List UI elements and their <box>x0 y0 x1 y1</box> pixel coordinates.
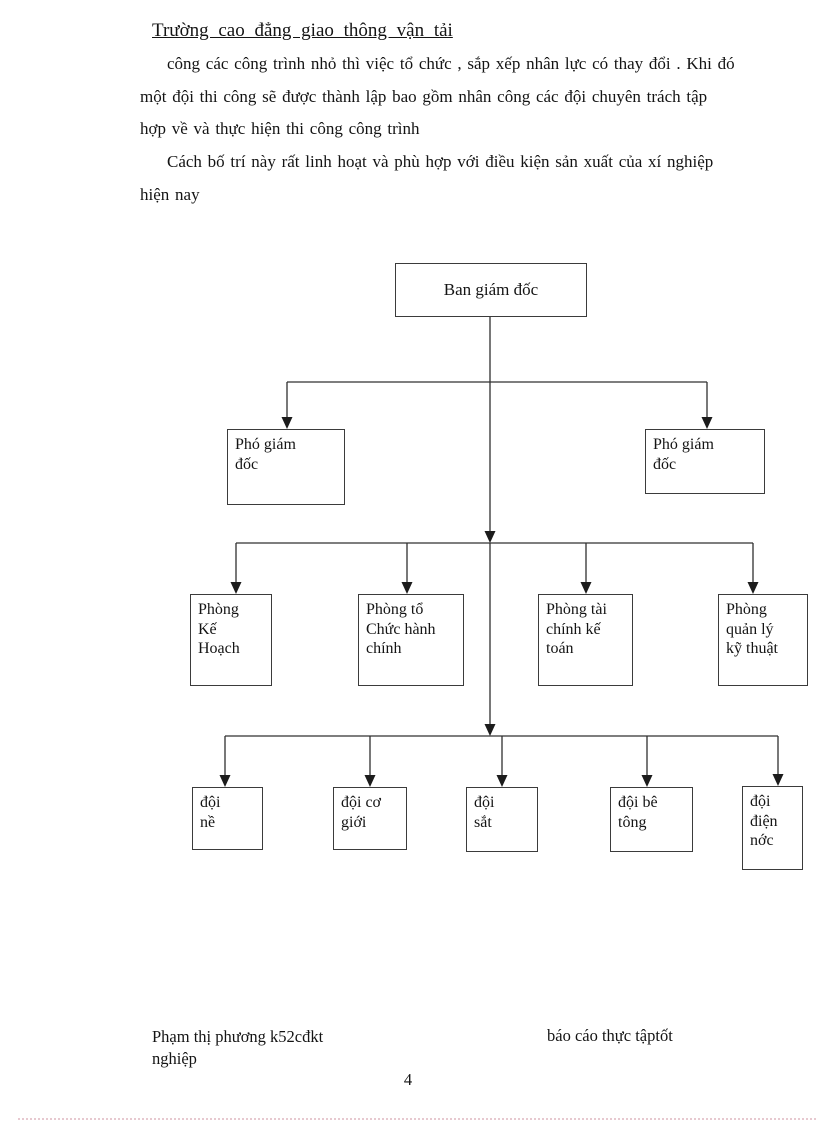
org-box-phong-ke-hoach: Phòng Kế Hoạch <box>190 594 272 686</box>
org-box-ban-giam-doc: Ban giám đốc <box>395 263 587 317</box>
paragraph-line: Cách bố trí này rất linh hoạt và phù hợp… <box>167 152 714 171</box>
arrowhead <box>701 417 713 429</box>
arrowhead <box>496 775 508 787</box>
page-title: Trường cao đẳng giao thông vận tải <box>152 20 453 41</box>
paragraph-line: hiện nay <box>140 185 200 204</box>
org-box-doi-ne: đội nề <box>192 787 263 850</box>
arrowhead <box>219 775 231 787</box>
arrowhead <box>484 531 496 543</box>
org-box-phong-quan-ly-ky-thuat: Phòng quản lý kỹ thuật <box>718 594 808 686</box>
org-box-pho-giam-doc-right: Phó giám đốc <box>645 429 765 494</box>
footer-author: Phạm thị phương k52cđkt nghiệp <box>152 1027 324 1069</box>
arrowhead <box>230 582 242 594</box>
org-box-doi-co-gioi: đội cơ giới <box>333 787 407 850</box>
arrowhead <box>281 417 293 429</box>
arrowhead <box>772 774 784 786</box>
bottom-dotted-rule <box>18 1118 816 1120</box>
org-box-doi-dien-noc: đội điện nớc <box>742 786 803 870</box>
org-box-pho-giam-doc-left: Phó giám đốc <box>227 429 345 505</box>
arrowhead <box>747 582 759 594</box>
org-box-doi-sat: đội sắt <box>466 787 538 852</box>
footer-report-title: báo cáo thực tậptốt <box>547 1026 673 1045</box>
org-box-doi-be-tong: đội bê tông <box>610 787 693 852</box>
paragraph-line: một đội thi công sẽ được thành lập bao g… <box>140 87 708 106</box>
paragraph-line: công các công trình nhỏ thì việc tổ chức… <box>167 54 735 73</box>
arrowhead <box>641 775 653 787</box>
arrowhead <box>401 582 413 594</box>
org-box-phong-to-chuc-hanh-chinh: Phòng tổ Chức hành chính <box>358 594 464 686</box>
arrowhead <box>364 775 376 787</box>
arrowhead <box>484 724 496 736</box>
arrowhead <box>580 582 592 594</box>
org-box-phong-tai-chinh-ke-toan: Phòng tài chính kế toán <box>538 594 633 686</box>
page-number: 4 <box>403 1070 413 1089</box>
paragraph-line: hợp về và thực hiện thi công công trình <box>140 119 420 138</box>
